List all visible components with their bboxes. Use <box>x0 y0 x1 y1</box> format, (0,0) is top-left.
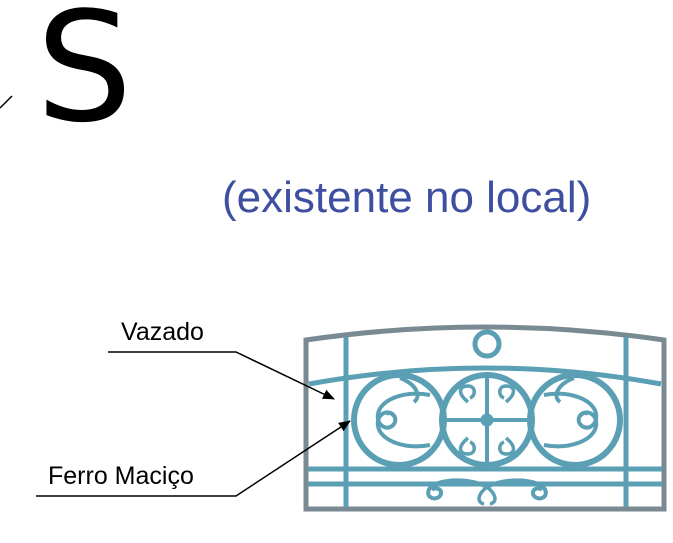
grille-bottom-scroll <box>477 485 497 506</box>
iron-grille <box>303 324 667 512</box>
grille-frame <box>303 324 667 512</box>
section-letter: S <box>36 0 133 156</box>
edge-line <box>0 95 13 109</box>
grille-scroll <box>498 384 516 404</box>
grille-scroll <box>375 410 431 449</box>
callout-label-ferro-macico: Ferro Maciço <box>48 462 194 490</box>
grille-center-boss <box>480 413 494 427</box>
grille-scroll <box>399 376 420 404</box>
grille-top-rail <box>308 365 662 387</box>
grille-bottom-scroll <box>426 478 488 501</box>
grille-scroll <box>543 410 599 449</box>
grille-ring-right <box>527 372 623 468</box>
grille-scroll <box>458 384 476 404</box>
leader-vazado <box>108 351 335 400</box>
grille-bottom-scroll <box>486 478 548 501</box>
grille-scroll <box>554 376 575 404</box>
subtitle: (existente no local) <box>222 173 592 222</box>
leader-ferro-macico <box>36 420 351 497</box>
grille-scroll <box>458 436 476 456</box>
grille-top-ring <box>472 329 502 359</box>
callout-label-vazado: Vazado <box>121 318 204 346</box>
grille-scroll <box>498 436 516 456</box>
grille-ring-left <box>351 372 447 468</box>
